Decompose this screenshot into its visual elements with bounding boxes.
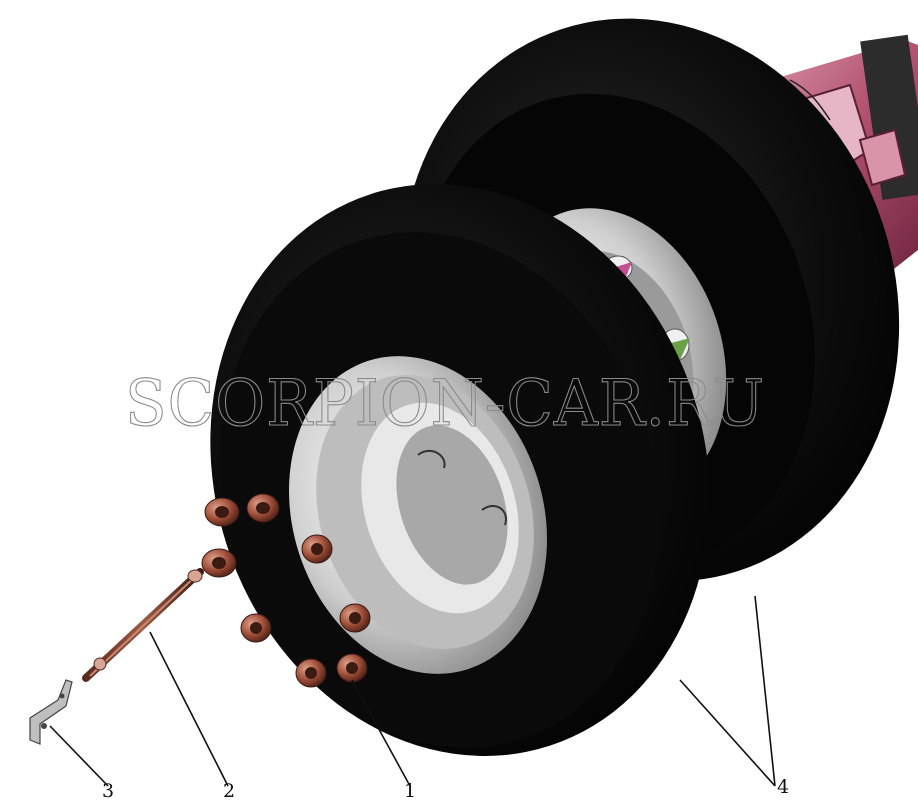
wheel-nut bbox=[336, 653, 368, 683]
wheel-nut bbox=[204, 497, 240, 527]
wheel-stud-icon bbox=[82, 568, 204, 682]
wheel-nut bbox=[240, 613, 272, 643]
leader-lines bbox=[49, 595, 776, 787]
wheel-nut bbox=[301, 534, 333, 564]
leader-line-2 bbox=[149, 631, 229, 787]
wheel-nut-icon bbox=[201, 493, 371, 688]
callout-4: 4 bbox=[777, 776, 789, 798]
leader-line-4a bbox=[679, 679, 776, 787]
wheel-nut bbox=[201, 548, 237, 578]
leader-line-3 bbox=[49, 725, 109, 787]
callout-3: 3 bbox=[102, 780, 114, 802]
front-tire-icon bbox=[210, 183, 710, 757]
wheel-nut bbox=[246, 493, 280, 523]
bracket-clip-icon bbox=[29, 679, 73, 745]
watermark-text: SCORPION-CAR.RU bbox=[125, 367, 765, 441]
callout-2: 2 bbox=[223, 780, 235, 802]
leader-line-4b bbox=[754, 595, 776, 787]
leader-line-1 bbox=[351, 679, 411, 787]
wheel-nut bbox=[339, 603, 371, 633]
callout-1: 1 bbox=[404, 780, 416, 802]
wheel-nut bbox=[295, 658, 327, 688]
